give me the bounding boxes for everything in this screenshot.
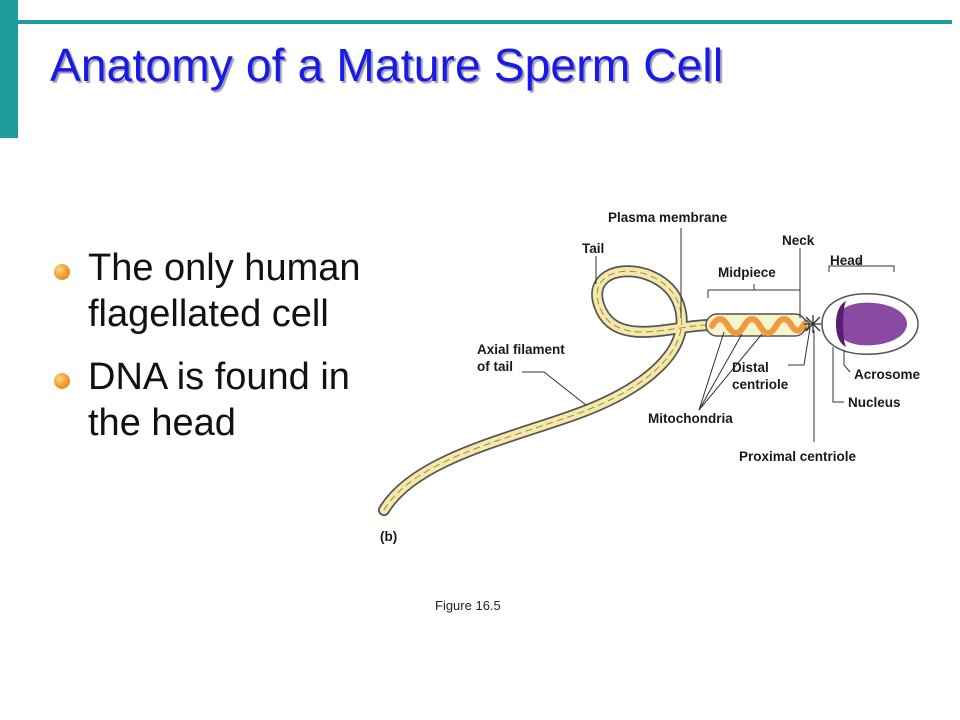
axial-filament [383, 270, 804, 511]
label-proximal-centriole: Proximal centriole [739, 449, 857, 464]
label-plasma-membrane: Plasma membrane [608, 210, 728, 225]
centriole-star [804, 315, 822, 333]
label-acrosome: Acrosome [854, 367, 921, 382]
bullet-dot-icon [54, 373, 70, 390]
accent-bar [0, 0, 18, 138]
label-axial-filament: Axial filament [477, 342, 565, 357]
label-midpiece: Midpiece [718, 265, 776, 280]
leader-lines [522, 228, 895, 442]
bullet-text: DNA is found in the head [88, 356, 350, 444]
nucleus [836, 302, 907, 346]
bullet-dot-icon [54, 264, 70, 280]
label-mitochondria: Mitochondria [648, 411, 733, 426]
label-nucleus: Nucleus [848, 395, 901, 410]
figure-caption: Figure 16.5 [435, 598, 501, 613]
bullet-item: The only human flagellated cell [50, 246, 380, 337]
slide-title: Anatomy of a Mature Sperm Cell [50, 39, 724, 91]
panel-label: (b) [380, 529, 397, 544]
bullet-list: The only human flagellated cell DNA is f… [50, 246, 380, 464]
label-head: Head [830, 253, 863, 268]
label-distal-centriole: Distal [732, 360, 769, 375]
label-tail: Tail [582, 241, 604, 256]
title-rule [18, 20, 952, 24]
bullet-text: The only human flagellated cell [88, 247, 361, 335]
mitochondria-spiral [709, 316, 807, 336]
label-distal-centriole-line2: centriole [732, 377, 789, 392]
acrosome [836, 301, 846, 347]
label-axial-filament-line2: of tail [477, 359, 513, 374]
label-neck: Neck [782, 233, 815, 248]
bullet-item: DNA is found in the head [50, 355, 380, 446]
sperm-cell-diagram: Plasma membrane Tail Neck Midpiece Head … [378, 210, 921, 544]
